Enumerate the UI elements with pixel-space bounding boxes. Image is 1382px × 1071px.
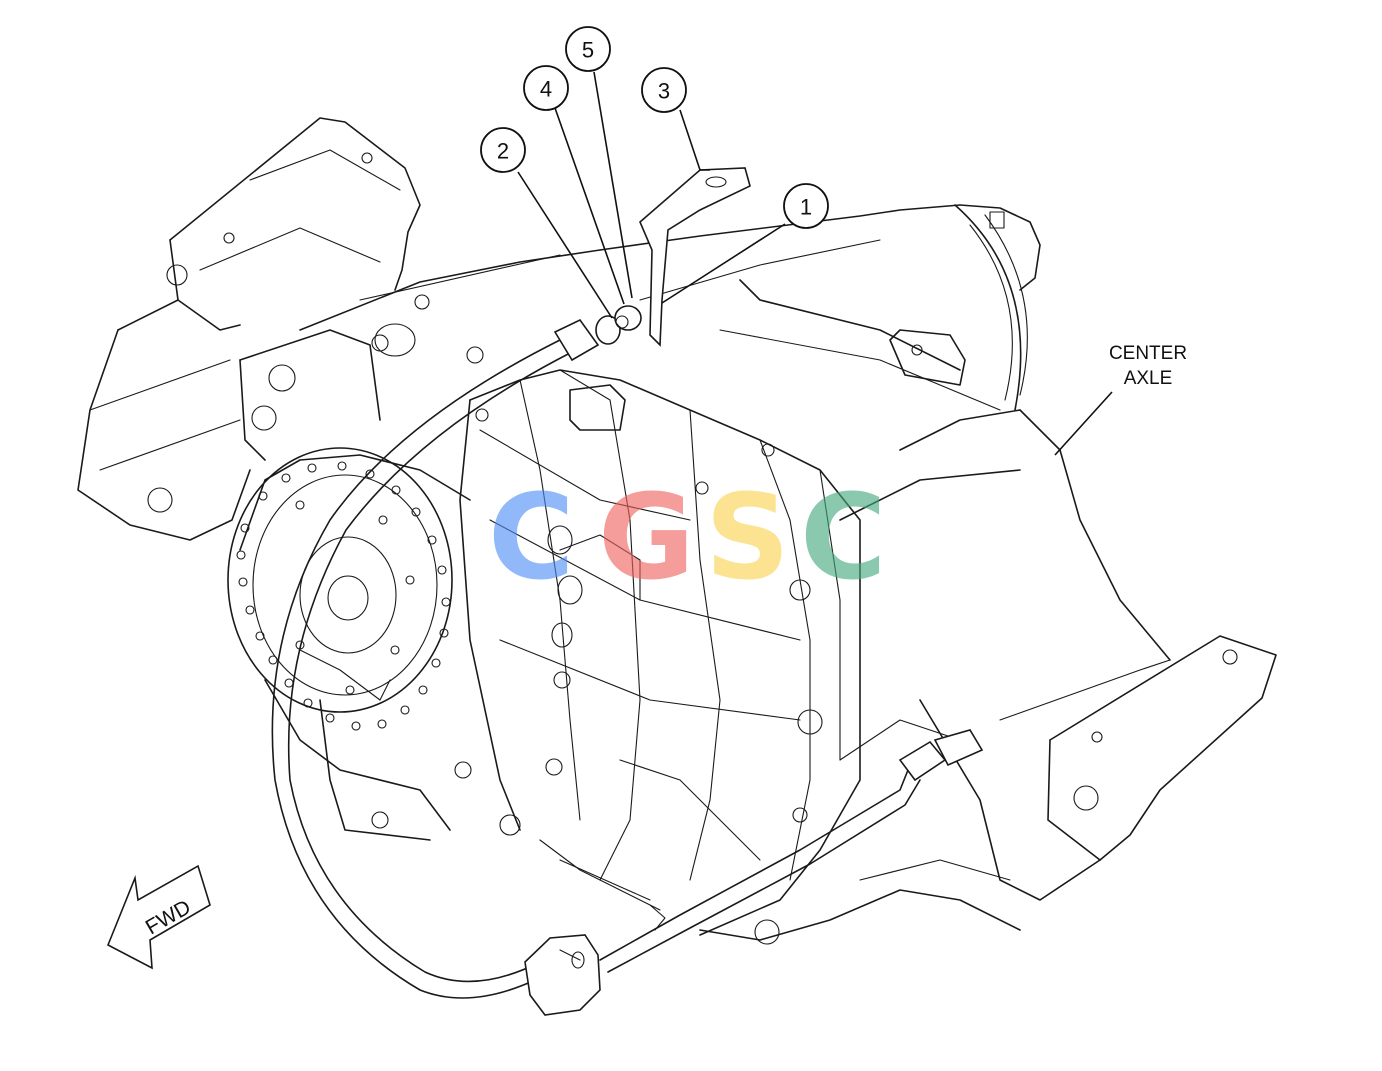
right-drum: [889, 204, 1171, 661]
left-axle-housing: [77, 117, 421, 541]
watermark-letter-1: C: [488, 468, 575, 606]
differential-housing: [371, 369, 861, 945]
watermark-letter-4: C: [800, 468, 887, 606]
callout-3: 3: [641, 67, 687, 113]
center-axle-label-line2: AXLE: [1124, 368, 1173, 389]
callout-1: 1: [783, 183, 829, 229]
hub-flange: [227, 447, 471, 841]
fwd-arrow: FWD: [106, 864, 211, 970]
callout-leaders: [517, 71, 1113, 456]
center-axle-label: CENTER AXLE: [1109, 343, 1187, 389]
callout-5: 5: [565, 26, 611, 72]
watermark-letter-3: S: [705, 468, 790, 606]
breather-bracket: [614, 167, 751, 347]
watermark-letter-2: G: [598, 468, 695, 606]
center-axle-label-line1: CENTER: [1109, 343, 1187, 364]
watermark: C G S C: [488, 468, 887, 606]
callout-4-number: 4: [540, 77, 552, 102]
callout-2-number: 2: [497, 139, 509, 164]
breather-hose: [271, 315, 984, 1016]
callout-5-number: 5: [582, 38, 594, 63]
flange-bolt-holes: [236, 461, 451, 731]
callout-2: 2: [480, 127, 526, 173]
callout-4: 4: [523, 65, 569, 111]
right-lower-housing: [699, 409, 1277, 941]
callout-3-number: 3: [658, 79, 670, 104]
callout-1-number: 1: [800, 195, 812, 220]
